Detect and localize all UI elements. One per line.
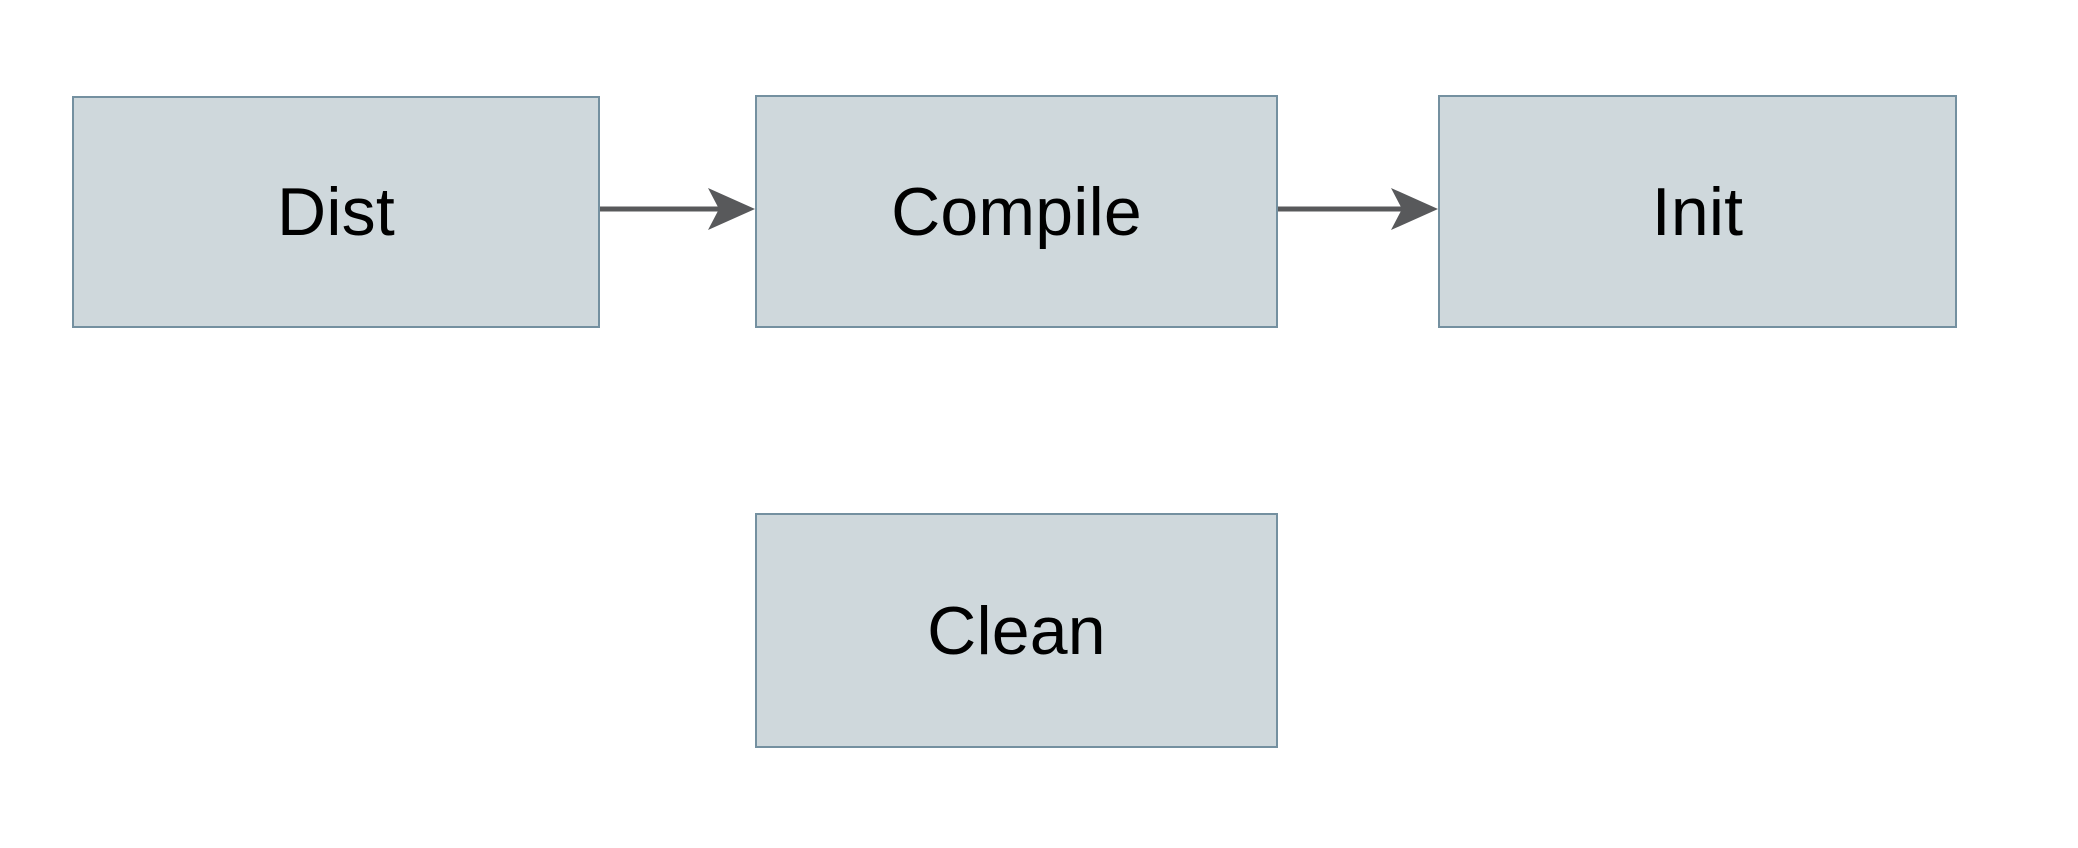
node-compile-label: Compile: [891, 173, 1142, 250]
node-compile[interactable]: Compile: [755, 95, 1278, 328]
edge-compile-to-init-arrowhead: [1391, 188, 1438, 230]
edge-dist-to-compile-arrowhead: [708, 188, 755, 230]
node-clean-label: Clean: [927, 592, 1106, 669]
edge-compile-to-init[interactable]: [1278, 188, 1438, 230]
node-init[interactable]: Init: [1438, 95, 1957, 328]
node-init-label: Init: [1651, 173, 1744, 250]
node-clean[interactable]: Clean: [755, 513, 1278, 748]
node-dist[interactable]: Dist: [72, 96, 600, 328]
edge-dist-to-compile[interactable]: [600, 188, 755, 230]
node-dist-label: Dist: [277, 174, 395, 250]
